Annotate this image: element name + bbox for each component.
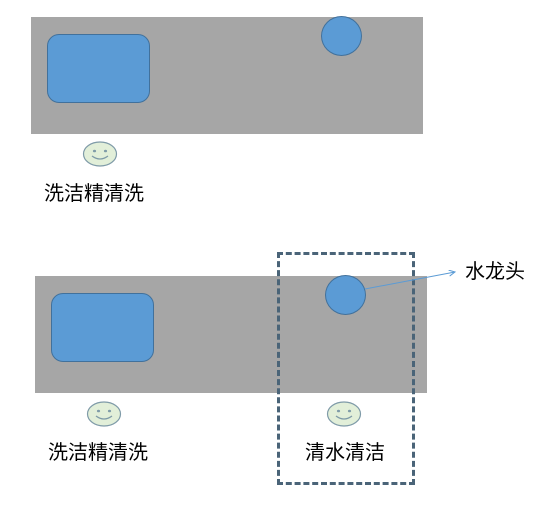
rinse-area-dashed-box: [277, 252, 415, 485]
station-label-1: 洗洁精清洗: [44, 181, 144, 205]
smiley-face-icon: [82, 141, 118, 167]
sink-basin-2: [51, 293, 154, 362]
station-label-2: 洗洁精清洗: [48, 440, 148, 464]
station-label-rinse: 清水清洁: [305, 440, 385, 464]
faucet-1: [321, 16, 362, 56]
smiley-face-icon: [86, 401, 122, 427]
smiley-face-icon: [326, 401, 362, 427]
faucet-callout-label: 水龙头: [465, 259, 525, 283]
sink-basin-1: [47, 34, 150, 103]
faucet-2: [325, 275, 366, 315]
